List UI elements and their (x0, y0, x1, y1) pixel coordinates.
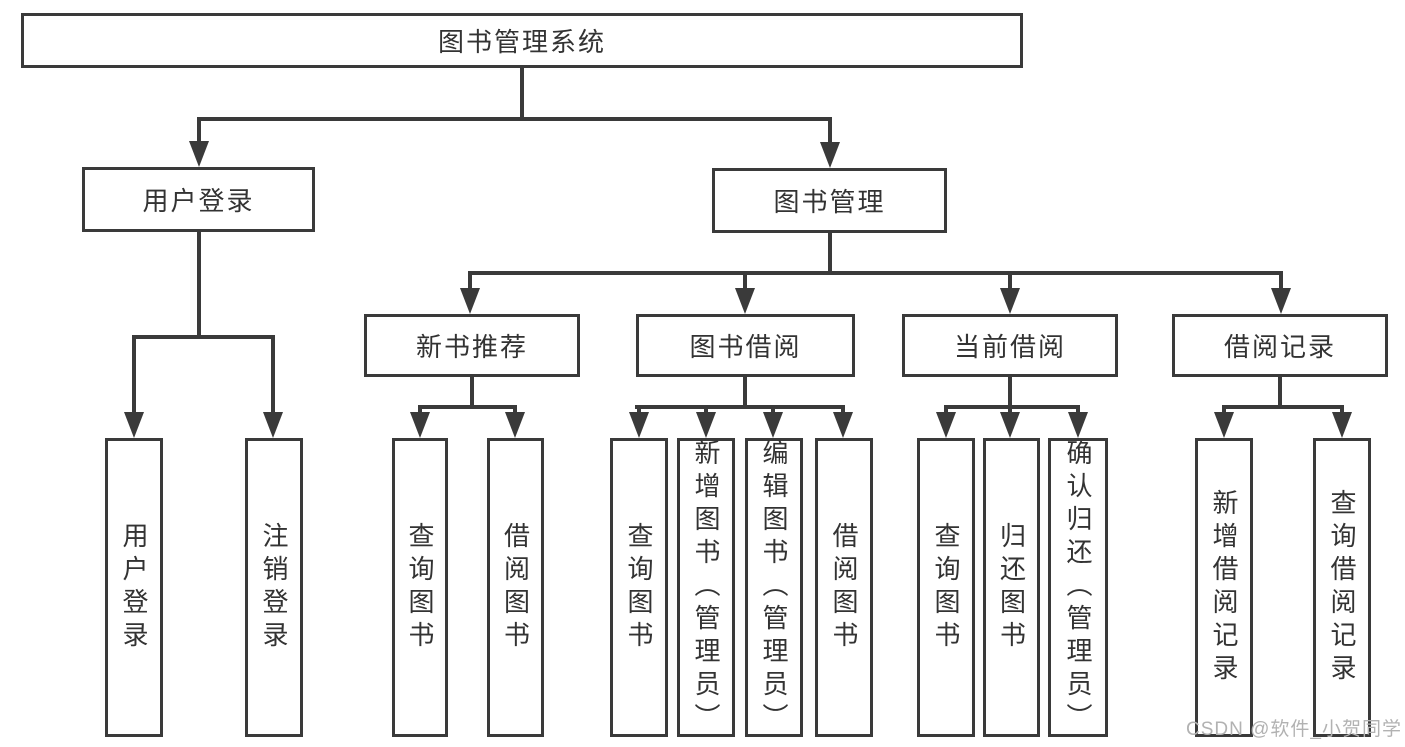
connector-line (743, 377, 747, 409)
node-label: 查询图书 (931, 521, 961, 654)
connector-line (470, 377, 474, 409)
node-label: 图书管理 (773, 187, 886, 217)
node-current-borrow: 当前借阅 (902, 314, 1118, 377)
connector-line (704, 405, 708, 415)
arrowhead-icon (505, 412, 525, 438)
leaf-borrow-books: 借阅图书 (815, 438, 873, 737)
node-label: 新增借阅记录 (1209, 488, 1239, 687)
arrowhead-icon (1000, 412, 1020, 438)
arrowhead-icon (1000, 288, 1020, 314)
node-label: 查询图书 (405, 521, 435, 654)
connector-line (771, 405, 775, 415)
connector-line (418, 405, 422, 415)
connector-line (197, 117, 832, 121)
connector-line (1278, 377, 1282, 409)
connector-line (743, 271, 747, 290)
leaf-query-borrow-record: 查询借阅记录 (1313, 438, 1371, 737)
node-book-management: 图书管理 (712, 168, 947, 233)
connector-line (520, 68, 524, 121)
connector-line (1008, 405, 1012, 415)
leaf-add-borrow-record: 新增借阅记录 (1195, 438, 1253, 737)
leaf-return-books: 归还图书 (983, 438, 1040, 737)
leaf-query-books-current: 查询图书 (917, 438, 975, 737)
node-user-login: 用户登录 (82, 167, 315, 232)
node-library-system: 图书管理系统 (21, 13, 1023, 68)
node-label: 注销登录 (259, 521, 289, 654)
connector-line (197, 232, 201, 339)
node-borrow-records: 借阅记录 (1172, 314, 1388, 377)
connector-line (1222, 405, 1344, 409)
connector-line (271, 335, 275, 414)
node-label: 编辑图书（管理员） (759, 439, 789, 736)
leaf-add-books-admin: 新增图书（管理员） (677, 438, 735, 737)
connector-line (418, 405, 517, 409)
connector-line (828, 117, 832, 144)
leaf-logout: 注销登录 (245, 438, 303, 737)
leaf-edit-books-admin: 编辑图书（管理员） (745, 438, 803, 737)
arrowhead-icon (263, 412, 283, 438)
arrowhead-icon (1214, 412, 1234, 438)
arrowhead-icon (460, 288, 480, 314)
connector-line (1008, 271, 1012, 290)
arrowhead-icon (1332, 412, 1352, 438)
connector-line (1008, 377, 1012, 409)
leaf-query-books-recommend: 查询图书 (392, 438, 448, 737)
arrowhead-icon (410, 412, 430, 438)
node-book-borrow: 图书借阅 (636, 314, 855, 377)
connector-line (841, 405, 845, 415)
connector-line (637, 405, 641, 415)
connector-line (944, 405, 948, 415)
connector-line (132, 335, 136, 414)
node-label: 图书借阅 (689, 332, 802, 362)
connector-line (197, 117, 201, 143)
connector-line (635, 405, 845, 409)
connector-line (513, 405, 517, 415)
node-label: 图书管理系统 (437, 27, 606, 57)
connector-line (468, 271, 472, 290)
node-label: 当前借阅 (953, 332, 1066, 362)
arrowhead-icon (936, 412, 956, 438)
leaf-query-books-borrow: 查询图书 (610, 438, 668, 737)
node-label: 查询图书 (624, 521, 654, 654)
node-label: 用户登录 (142, 186, 255, 216)
watermark: CSDN @软件_小贺同学 (1186, 719, 1402, 740)
node-label: 新增图书（管理员） (691, 439, 721, 736)
connector-line (468, 271, 1283, 275)
connector-line (132, 335, 275, 339)
leaf-borrow-books-recommend: 借阅图书 (487, 438, 544, 737)
connector-line (1340, 405, 1344, 415)
node-label: 归还图书 (996, 521, 1027, 654)
arrowhead-icon (735, 288, 755, 314)
connector-line (1279, 271, 1283, 290)
leaf-confirm-return-admin: 确认归还（管理员） (1048, 438, 1108, 737)
leaf-user-login: 用户登录 (105, 438, 163, 737)
arrowhead-icon (1068, 412, 1088, 438)
node-label: 新书推荐 (415, 332, 528, 362)
arrowhead-icon (763, 412, 783, 438)
arrowhead-icon (189, 141, 209, 167)
node-label: 借阅记录 (1223, 332, 1336, 362)
arrowhead-icon (629, 412, 649, 438)
arrowhead-icon (1271, 288, 1291, 314)
connector-line (1076, 405, 1080, 415)
node-new-book-recommend: 新书推荐 (364, 314, 580, 377)
arrowhead-icon (820, 142, 840, 168)
node-label: 查询借阅记录 (1327, 488, 1357, 687)
arrowhead-icon (833, 412, 853, 438)
node-label: 借阅图书 (500, 521, 531, 654)
node-label: 确认归还（管理员） (1063, 439, 1093, 736)
connector-line (828, 233, 832, 275)
arrowhead-icon (696, 412, 716, 438)
node-label: 用户登录 (119, 521, 149, 654)
connector-line (1222, 405, 1226, 415)
connector-line (944, 405, 1080, 409)
node-label: 借阅图书 (829, 521, 859, 654)
arrowhead-icon (124, 412, 144, 438)
